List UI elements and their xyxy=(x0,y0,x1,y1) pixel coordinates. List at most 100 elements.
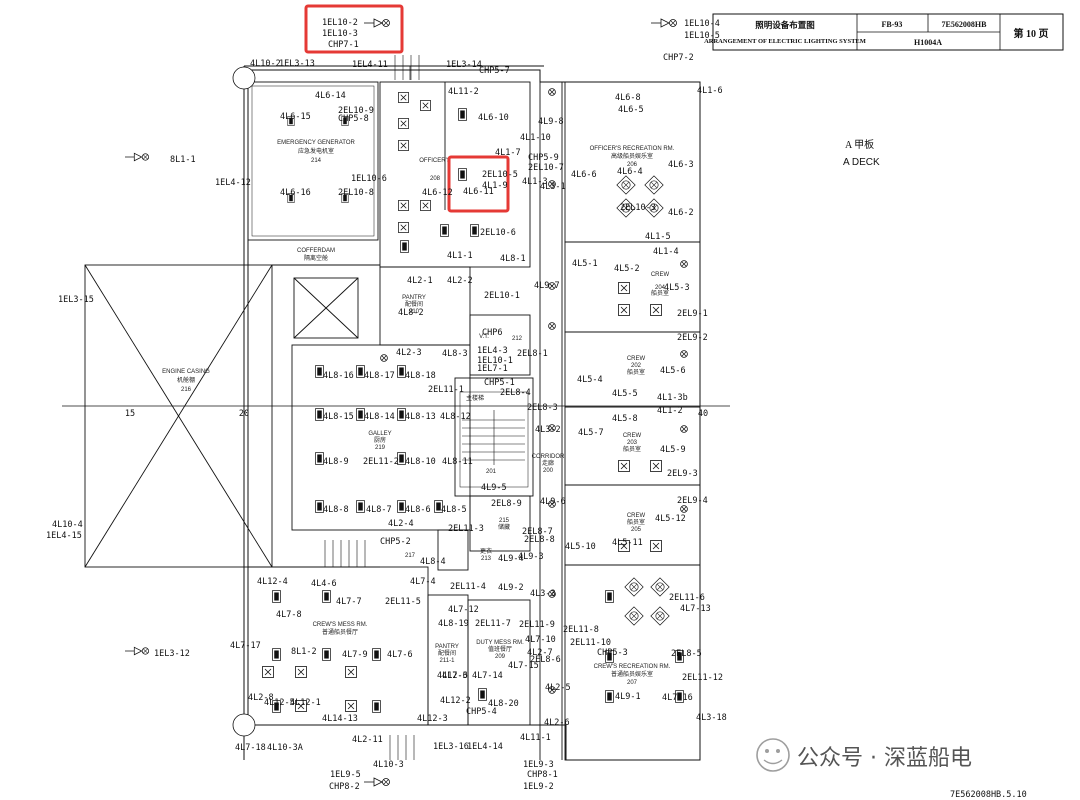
circuit-label: 2EL8-1 xyxy=(517,349,548,359)
fixture-icon xyxy=(618,460,630,472)
emergency-generator-number: 214 xyxy=(311,158,322,164)
circuit-label: 4L14-13 xyxy=(322,714,358,724)
circuit-label: 4L8-4 xyxy=(420,557,446,567)
room-217-no: 217 xyxy=(405,553,416,559)
circuit-label: 2EL8-4 xyxy=(500,388,531,398)
fixture-icon xyxy=(618,304,630,316)
watermark: 公众号 · 深蓝船电 xyxy=(756,738,972,772)
room-galley-no: 219 xyxy=(375,445,386,451)
room-crew-204-no: 204 xyxy=(655,285,666,291)
fixture-icon xyxy=(272,590,281,603)
room-pantry-210: PANTRY xyxy=(402,295,426,301)
circuit-label: 1EL9-2 xyxy=(523,782,554,792)
room-officer-recreation: OFFICER'S RECREATION RM. xyxy=(590,146,675,152)
circuit-label: 2EL11-4 xyxy=(450,582,486,592)
circuit-label: 4L2-2 xyxy=(447,276,473,286)
room-vt-no: 212 xyxy=(512,336,523,342)
socket-icon xyxy=(380,354,388,362)
circuit-label: 4L10-3A xyxy=(267,743,303,753)
circuit-label: 2EL10-7 xyxy=(528,163,564,173)
room-pantry-210-cn: 配餐间 xyxy=(405,300,423,308)
circuit-label: 4L8-8 xyxy=(323,505,349,515)
circuit-label: CHP5-9 xyxy=(528,153,559,163)
circuit-label: 4L9-5 xyxy=(481,483,507,493)
circuit-label: 2EL11-10 xyxy=(570,638,611,648)
circuit-label: 1EL9-3 xyxy=(523,760,554,770)
circuit-label: 1EL4-12 xyxy=(215,178,251,188)
fixture-icon xyxy=(650,460,662,472)
fixture-icon xyxy=(398,200,409,211)
circuit-label: 4L1-1 xyxy=(447,251,473,261)
circuit-label: CHP6 xyxy=(482,328,502,338)
circuit-label: 4L10-2 xyxy=(250,59,281,69)
circuit-label: 4L8-20 xyxy=(488,699,519,709)
room-213-no: 213 xyxy=(481,556,492,562)
circuit-label: 1EL4-15 xyxy=(46,531,82,541)
circuit-label: 4L7-10 xyxy=(525,635,556,645)
circuit-label: 1EL10-3 xyxy=(322,29,358,39)
circuit-label: 8L1-1 xyxy=(170,155,196,165)
circuit-label: 4L6-8 xyxy=(615,93,641,103)
circuit-label: 4L8-6 xyxy=(405,505,431,515)
circuit-label: 4L6-4 xyxy=(617,167,643,177)
circuit-label: 4L5-1 xyxy=(572,259,598,269)
circuit-label: 4L1-6 xyxy=(697,86,723,96)
circuit-label: 4L8-11 xyxy=(442,457,473,467)
circuit-label: 2EL11-2 xyxy=(363,457,399,467)
circuit-label: CHP7-1 xyxy=(328,40,359,50)
circuit-label: 4L3-18 xyxy=(696,713,727,723)
fixture-icon xyxy=(398,222,409,233)
circuit-label: 2EL10-9 xyxy=(338,106,374,116)
title-block: 照明设备布置图 ARRANGEMENT OF ELECTRIC LIGHTING… xyxy=(704,13,1064,51)
circuit-label: 4L7-16 xyxy=(662,693,693,703)
room-crew-205: CREW xyxy=(627,513,646,519)
circuit-label: 2EL8-8 xyxy=(524,535,555,545)
circuit-label: 1EL3-14 xyxy=(446,60,482,70)
circuit-label: 8L1-2 xyxy=(291,647,317,657)
circuit-label: CHP5-4 xyxy=(466,707,497,717)
document-code: FB-93 xyxy=(882,20,903,29)
socket-icon xyxy=(548,322,556,330)
circuit-label: CHP5-8 xyxy=(338,114,369,124)
sub-number: H1004A xyxy=(914,38,942,47)
fixture-icon xyxy=(322,648,331,661)
frame-number: 20 xyxy=(239,409,249,419)
highlight-boxes xyxy=(304,4,510,213)
circuit-label: 2EL10-3 xyxy=(620,203,656,213)
room-officer-no: 208 xyxy=(430,176,441,182)
circuit-label: 4L6-3 xyxy=(668,160,694,170)
circuit-label: 4L3-3 xyxy=(530,589,556,599)
fixture-icon xyxy=(372,700,381,713)
circuit-label: 1EL7-1 xyxy=(477,364,508,374)
circuit-label: 4L1-5 xyxy=(645,232,671,242)
room-crew-205-no: 205 xyxy=(631,527,642,533)
drawing-number: 7E562008HB xyxy=(942,20,988,29)
circuit-label: 4L2-7 xyxy=(527,648,553,658)
circuit-label: 4L8-10 xyxy=(405,457,436,467)
room-crew-203-cn: 船员室 xyxy=(623,445,641,453)
fixture-icon xyxy=(295,666,307,678)
circuit-label: 1EL4-3 xyxy=(477,346,508,356)
room-crew-202-no: 202 xyxy=(631,363,642,369)
cofferdam-label-cn: 隔离空舱 xyxy=(304,254,328,262)
circuit-label: 4L8-19 xyxy=(438,619,469,629)
engine-casing-number: 216 xyxy=(181,387,192,393)
circuit-label: 4L10-3 xyxy=(373,760,404,770)
circuit-label: 1EL3-12 xyxy=(154,649,190,659)
circuit-label: 4L3-2 xyxy=(535,425,561,435)
highlight-box xyxy=(304,4,404,54)
room-213-cn: 更衣 xyxy=(480,547,492,555)
circuit-label: 2EL11-7 xyxy=(475,619,511,629)
circuit-label: CHP7-2 xyxy=(663,53,694,63)
fixture-icon xyxy=(345,700,357,712)
circuit-label: 4L8-1 xyxy=(500,254,526,264)
circuit-label: 4L5-2 xyxy=(614,264,640,274)
room-crew-202-cn: 船员室 xyxy=(627,368,645,376)
fixture-icon xyxy=(420,100,431,111)
fixture-icon xyxy=(398,92,409,103)
circuit-label: 1EL4-11 xyxy=(352,60,388,70)
room-duty-mess-no: 209 xyxy=(495,654,506,660)
room-labels: OFFICER'S 208 OFFICER'S RECREATION RM. 高… xyxy=(313,146,675,686)
